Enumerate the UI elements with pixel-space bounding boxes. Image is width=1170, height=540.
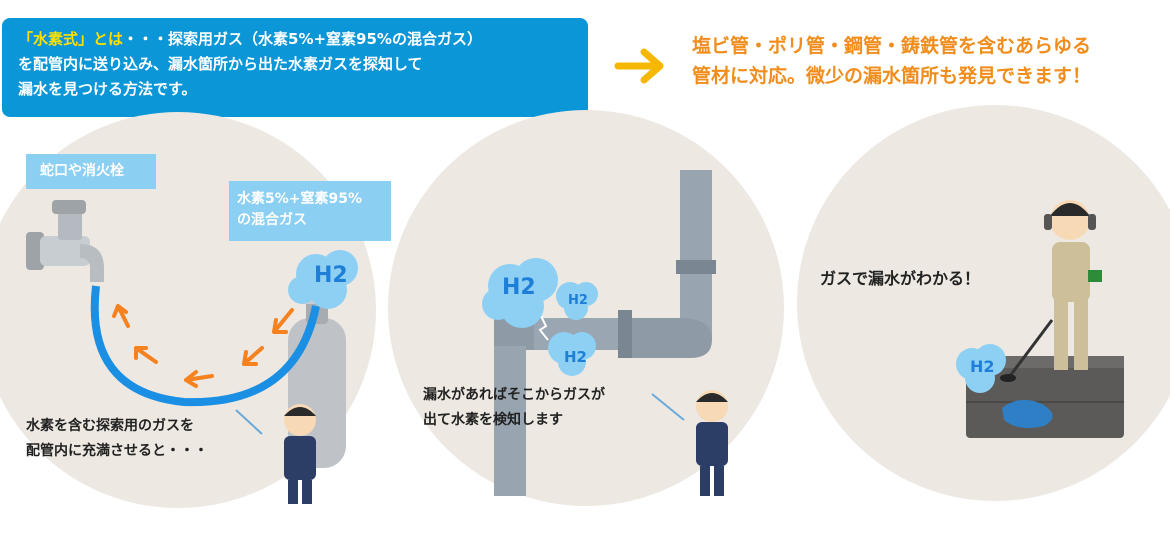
h2-cloud-icon <box>288 250 358 309</box>
pipe <box>494 170 716 496</box>
inspector-figure <box>1000 200 1102 382</box>
h2-label: H2 <box>970 357 995 376</box>
benefit-text: 塩ビ管・ポリ管・鋼管・鋳鉄管を含むあらゆる 管材に対応。微少の漏水箇所も発見でき… <box>692 31 1162 91</box>
panel-1-illustration: H2 <box>26 200 358 504</box>
benefit-line-2: 管材に対応。微少の漏水箇所も発見できます！ <box>692 65 1092 87</box>
h2-cloud-large-icon <box>482 258 558 328</box>
right-arrow-icon <box>614 48 664 84</box>
h2-cloud-icon <box>956 344 1006 393</box>
h2-label: H2 <box>314 263 348 288</box>
h2-large-label: H2 <box>502 275 536 300</box>
faucet-icon <box>26 200 104 282</box>
benefit-line-1: 塩ビ管・ポリ管・鋼管・鋳鉄管を含むあらゆる <box>692 35 1092 57</box>
panel-2-caption-line-1: 漏水があればそこからガスが <box>423 387 605 403</box>
leak-crack <box>538 313 549 341</box>
panel-3-illustration: H2 <box>956 200 1124 438</box>
intro-line-1: 「水素式」とは・・・探索用ガス（水素5%+窒素95%の混合ガス） <box>18 27 574 52</box>
flow-arrows <box>112 304 294 388</box>
gas-mix-tag-line-1: 水素5%+窒素95% <box>237 191 363 207</box>
panel-2-caption: 漏水があればそこからガスが 出て水素を検知します <box>423 383 663 433</box>
gas-mix-tag: 水素5%+窒素95% の混合ガス <box>229 181 391 241</box>
panel-1-caption-line-1: 水素を含む探索用のガスを <box>26 418 194 434</box>
h2-small-bottom-label: H2 <box>564 348 587 366</box>
gas-hose <box>90 285 320 407</box>
intro-line-2: を配管内に送り込み、漏水箇所から出た水素ガスを探知して <box>18 55 423 73</box>
h2-small-top-label: H2 <box>568 293 588 308</box>
panel-1-caption-line-2: 配管内に充満させると・・・ <box>26 443 208 459</box>
gas-mix-tag-line-2: の混合ガス <box>237 212 307 228</box>
intro-line-3: 漏水を見つける方法です。 <box>18 80 197 98</box>
h2-cloud-small-bottom-icon <box>548 332 596 376</box>
faucet-tag: 蛇口や消火栓 <box>26 154 156 189</box>
intro-highlight: 「水素式」とは <box>18 30 124 48</box>
panel-2-illustration: H2 H2 H2 <box>482 170 728 496</box>
panel-1-caption: 水素を含む探索用のガスを 配管内に充満させると・・・ <box>26 414 266 464</box>
presenter-figure-2 <box>651 390 728 496</box>
presenter-figure-1 <box>235 404 316 504</box>
intro-box: 「水素式」とは・・・探索用ガス（水素5%+窒素95%の混合ガス） を配管内に送り… <box>2 18 588 117</box>
h2-cloud-small-top-icon <box>556 282 598 320</box>
panel-2-caption-line-2: 出て水素を検知します <box>423 412 563 428</box>
panel-3-caption: ガスで漏水がわかる！ <box>820 269 981 288</box>
intro-line-1-rest: ・・・探索用ガス（水素5%+窒素95%の混合ガス） <box>123 30 482 48</box>
